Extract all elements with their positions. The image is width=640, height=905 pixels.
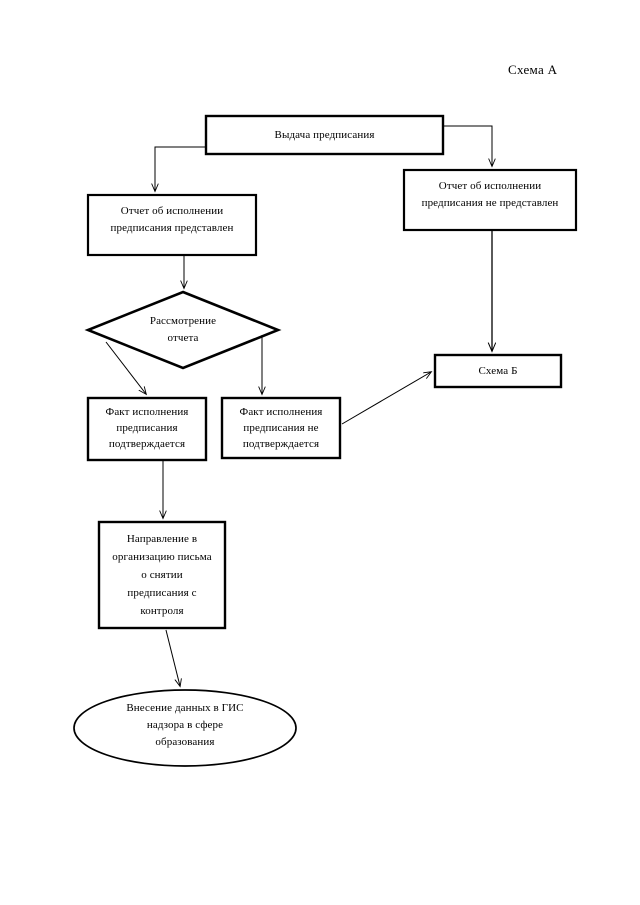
node-enter-data-gis <box>73 689 297 767</box>
node-send-release-letter <box>97 520 227 630</box>
node-report-submitted <box>86 193 258 257</box>
edge-fact-not-confirmed-to-scheme-b <box>341 372 431 425</box>
node-fact-not-confirmed <box>220 396 342 460</box>
edge-send-letter-to-enter-data <box>165 629 180 686</box>
node-issue-order <box>204 114 445 156</box>
edge-issue-to-report-not-submitted <box>444 125 492 166</box>
node-report-not-submitted <box>402 168 578 232</box>
page-title: Схема А <box>508 62 558 77</box>
edge-review-to-fact-confirmed <box>105 341 146 394</box>
node-fact-confirmed <box>86 396 208 462</box>
edge-issue-to-report-submitted <box>155 146 207 191</box>
node-scheme-b <box>433 353 563 389</box>
node-review-report-decision <box>84 290 282 370</box>
